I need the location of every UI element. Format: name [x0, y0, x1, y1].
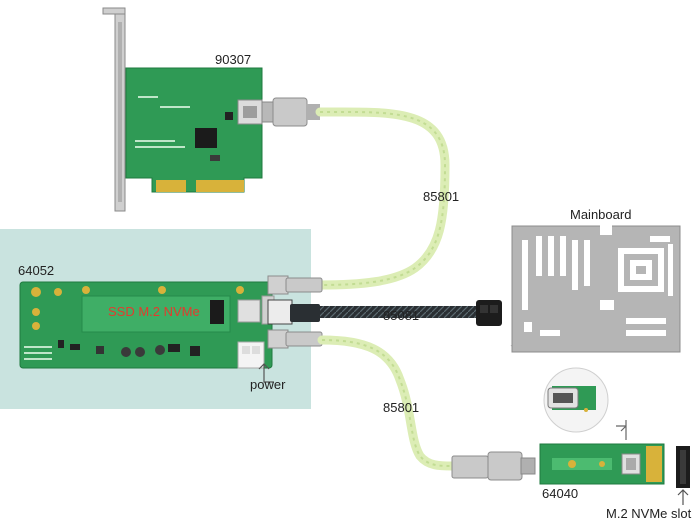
- pcie-card-90307: [102, 7, 263, 212]
- cable-top-connector-a: [272, 97, 308, 127]
- label-card-90307: 90307: [215, 52, 251, 67]
- cable-64052-top-connector: [267, 275, 323, 295]
- power-connector: [237, 341, 265, 369]
- m2-slot-area: [81, 295, 231, 333]
- cable-85081-connector: [476, 300, 502, 326]
- power-arrow: [258, 363, 274, 383]
- slot-arrow: [677, 489, 689, 505]
- label-cable-85801-top: 85801: [423, 189, 459, 204]
- pcie-card-64052: SSD M.2 NVMe: [19, 281, 275, 369]
- mainboard-illustration: [510, 225, 681, 353]
- label-adapter-64040: 64040: [542, 486, 578, 501]
- card-gold-fingers: [196, 180, 244, 192]
- label-card-64052: 64052: [18, 263, 54, 278]
- callout-arrow: [616, 420, 627, 440]
- label-ssd-m2-nvme: SSD M.2 NVMe: [108, 304, 200, 319]
- m2-adapter-64040: [539, 443, 665, 485]
- adapter-gold-fingers: [646, 446, 662, 482]
- card-controller-chip: [195, 128, 217, 148]
- label-cable-85801-bottom: 85801: [383, 400, 419, 415]
- label-mainboard: Mainboard: [570, 207, 631, 222]
- m2-nvme-slot: [676, 446, 690, 488]
- label-cable-85081: 85081: [383, 308, 419, 323]
- card-pcb: [125, 67, 263, 193]
- cable-85801-bottom: [267, 329, 536, 481]
- connector-zoom-callout: [543, 367, 609, 433]
- label-m2-nvme-slot: M.2 NVMe slot: [606, 506, 692, 521]
- cable-bottom-connector-b: [487, 451, 523, 481]
- cable-85801-top: [261, 97, 450, 290]
- cable-85081: [267, 299, 502, 326]
- label-power: power: [250, 377, 286, 392]
